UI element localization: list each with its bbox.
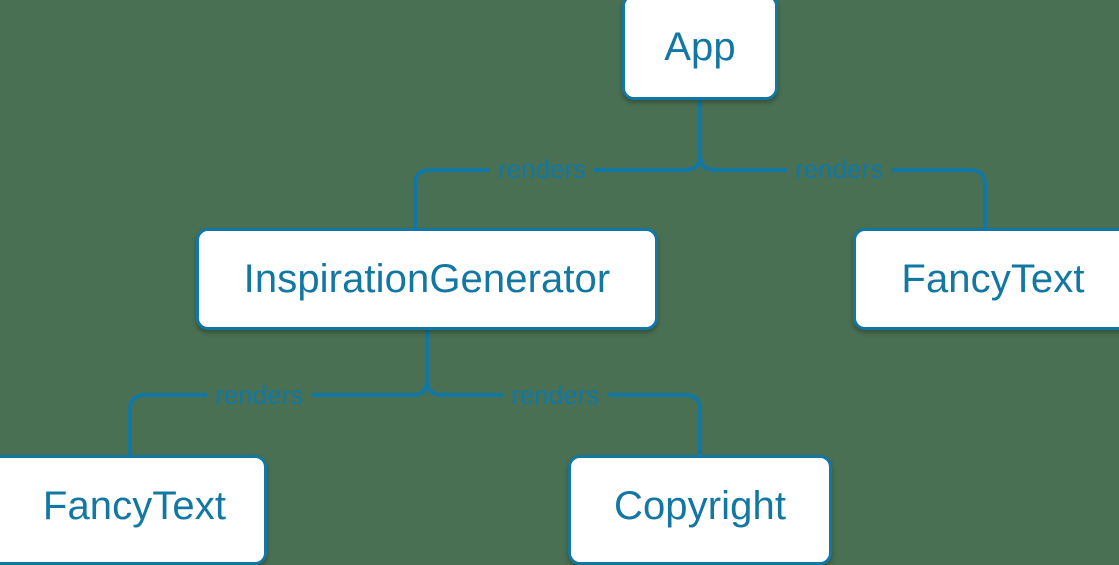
edge-inspiration-to-fancytext-left (128, 378, 429, 457)
node-fancytext-right-label: FancyText (901, 257, 1085, 301)
node-fancytext-left-label: FancyText (42, 484, 227, 528)
edge-app-to-fancytext-right (698, 153, 987, 230)
edge-label-inspirationgenerator-renders-fancytext: renders (207, 382, 312, 408)
node-inspirationgenerator-label: InspirationGenerator (243, 257, 611, 301)
node-copyright-label: Copyright (613, 484, 787, 528)
node-fancytext-right[interactable]: FancyText (853, 228, 1119, 330)
node-app-label: App (664, 25, 736, 69)
edge-label-app-renders-inspirationgenerator: renders (490, 156, 595, 182)
node-inspirationgenerator[interactable]: InspirationGenerator (196, 228, 658, 330)
edge-label-app-renders-fancytext: renders (787, 156, 892, 182)
node-fancytext-left[interactable]: FancyText (0, 455, 267, 565)
edge-inspiration-to-copyright (425, 378, 702, 457)
node-app[interactable]: App (622, 0, 778, 100)
edge-app-to-inspiration (413, 153, 702, 230)
node-copyright[interactable]: Copyright (568, 455, 832, 565)
edge-label-inspirationgenerator-renders-copyright: renders (503, 382, 608, 408)
